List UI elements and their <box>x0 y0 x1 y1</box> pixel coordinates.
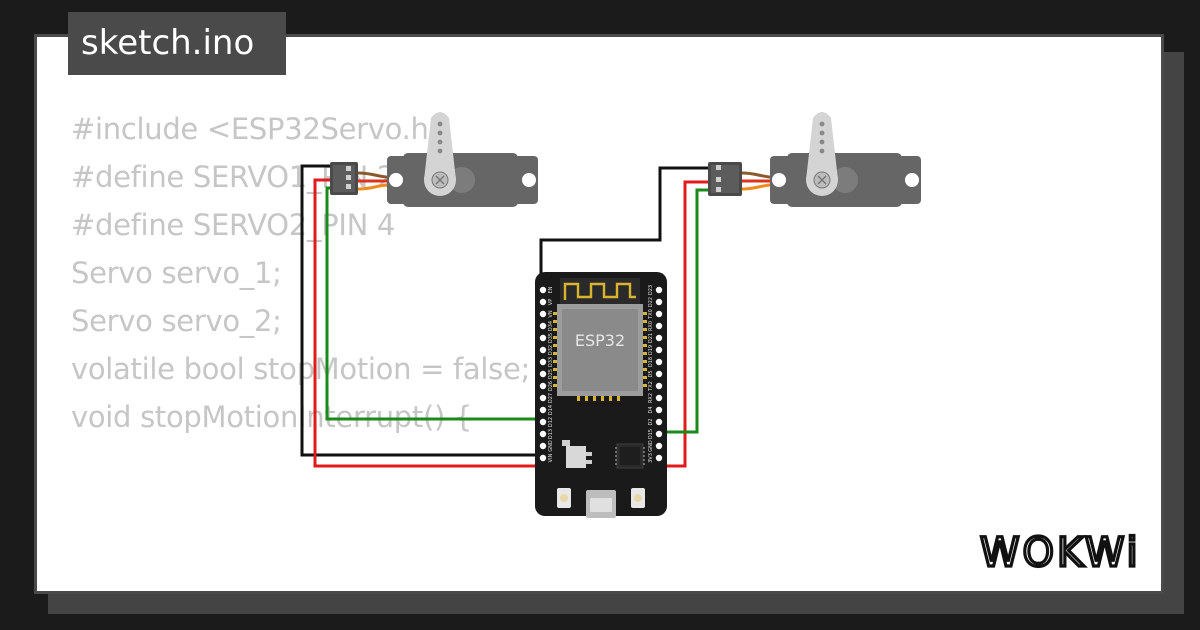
module-pads <box>553 312 647 401</box>
svg-text:VN: VN <box>548 310 554 317</box>
svg-text:D26: D26 <box>548 381 554 391</box>
esp32-board[interactable]: ESP32 <box>535 272 667 518</box>
left-header-pins[interactable] <box>539 286 547 462</box>
wire-black-servo1[interactable] <box>300 164 542 457</box>
right-pin-labels: D23 D22 TX0 RX0 D21 D19 D18 D5 TX2 RX2 D… <box>648 285 654 463</box>
svg-text:3V3: 3V3 <box>648 453 654 463</box>
servo-horn[interactable] <box>424 112 456 180</box>
svg-text:RX0: RX0 <box>648 321 654 331</box>
svg-text:D14: D14 <box>548 405 554 415</box>
svg-text:D35: D35 <box>548 333 554 343</box>
svg-text:GND: GND <box>648 440 654 452</box>
code-line: #define SERVO2_PIN 4 <box>71 208 396 242</box>
svg-text:D19: D19 <box>648 345 654 355</box>
svg-text:RX2: RX2 <box>648 393 654 403</box>
antenna-trace <box>563 282 636 300</box>
code-line: volatile bool stopMotion = false; <box>71 352 530 386</box>
svg-text:VIN: VIN <box>548 453 554 462</box>
svg-text:D22: D22 <box>648 297 654 307</box>
code-line: Servo servo_2; <box>71 304 282 338</box>
svg-text:D15: D15 <box>648 429 654 439</box>
code-preview: #include <ESP32Servo.h>#define SERVO1_PI… <box>71 105 530 441</box>
svg-text:D27: D27 <box>548 393 554 403</box>
svg-text:D32: D32 <box>548 345 554 355</box>
svg-text:TX2: TX2 <box>648 381 654 392</box>
svg-text:D33: D33 <box>548 357 554 367</box>
svg-text:D21: D21 <box>648 333 654 343</box>
svg-text:EN: EN <box>548 286 554 293</box>
servo-motor-1[interactable] <box>330 112 538 207</box>
wire-red-servo1[interactable] <box>313 178 712 468</box>
svg-text:D13: D13 <box>548 429 554 439</box>
svg-text:D34: D34 <box>548 321 554 331</box>
code-line: void stopMotionInterrupt() { <box>71 400 473 434</box>
usb-uart-chip <box>615 443 645 469</box>
code-line: #include <ESP32Servo.h> <box>71 112 453 146</box>
chip-label: ESP32 <box>575 331 625 350</box>
wokwi-wordmark: WOKWi <box>980 530 1141 576</box>
right-header-pins[interactable] <box>655 286 663 462</box>
svg-text:D18: D18 <box>648 357 654 367</box>
left-pin-labels: EN VP VN D34 D35 D32 D33 D25 D26 D27 D14… <box>548 286 554 462</box>
svg-text:D5: D5 <box>648 370 654 377</box>
svg-text:D23: D23 <box>648 285 654 295</box>
svg-text:D4: D4 <box>648 406 654 413</box>
code-line: Servo servo_1; <box>71 256 282 290</box>
svg-text:TX0: TX0 <box>648 309 654 320</box>
voltage-regulator <box>562 440 592 468</box>
servo-horn[interactable] <box>806 112 838 180</box>
wokwi-logo: WOKWi <box>978 528 1141 577</box>
file-tab-label: sketch.ino <box>81 23 255 63</box>
svg-text:D2: D2 <box>648 418 654 425</box>
servo-motor-2[interactable] <box>708 112 921 207</box>
file-tab[interactable]: sketch.ino <box>68 12 286 75</box>
wire-green-servo2[interactable] <box>662 188 712 434</box>
svg-text:VP: VP <box>548 299 554 305</box>
svg-text:GND: GND <box>548 440 554 452</box>
esp32-module <box>562 309 638 391</box>
svg-text:D25: D25 <box>548 369 554 379</box>
svg-text:D12: D12 <box>548 417 554 427</box>
